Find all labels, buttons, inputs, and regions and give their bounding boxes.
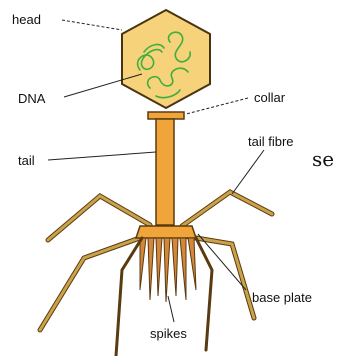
label-head: head [12, 12, 41, 27]
phage-head [122, 10, 210, 108]
label-tail-fibre: tail fibre [248, 134, 294, 149]
stray-text: se [312, 147, 334, 171]
label-spikes: spikes [150, 326, 187, 341]
label-collar: collar [254, 90, 286, 105]
phage-spikes [140, 238, 196, 302]
label-base-plate: base plate [252, 290, 312, 305]
phage-collar [148, 112, 184, 119]
phage-base-plate [136, 226, 196, 238]
phage-tail [156, 119, 174, 225]
label-dna: DNA [18, 91, 46, 106]
label-tail: tail [18, 153, 35, 168]
